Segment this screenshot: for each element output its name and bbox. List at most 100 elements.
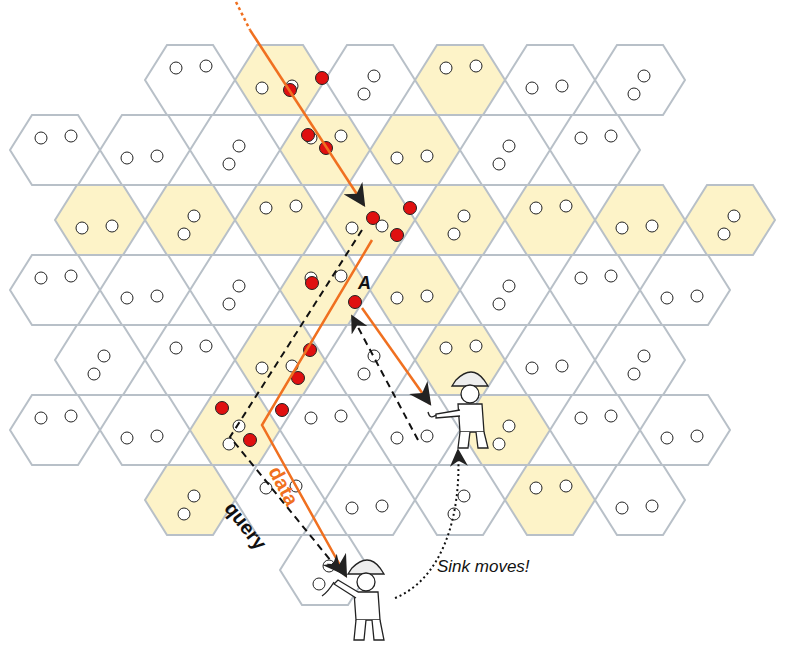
sensor-node xyxy=(556,80,568,92)
sensor-node xyxy=(121,432,133,444)
hex-cell xyxy=(190,395,280,465)
hex-cell xyxy=(550,255,640,325)
sensor-node xyxy=(368,350,380,362)
hex-cell xyxy=(145,465,235,535)
sensor-node xyxy=(575,272,587,284)
hex-cell xyxy=(595,325,685,395)
sensor-node xyxy=(638,350,650,362)
active-node xyxy=(276,404,289,417)
sensor-node xyxy=(503,420,515,432)
sensor-node xyxy=(358,368,370,380)
sensor-node xyxy=(575,412,587,424)
sensor-node xyxy=(200,340,212,352)
hex-cell xyxy=(235,185,325,255)
active-node xyxy=(244,434,257,447)
hex-grid xyxy=(10,45,775,605)
sensor-node xyxy=(368,70,380,82)
sensor-node xyxy=(290,200,302,212)
sensor-node xyxy=(440,342,452,354)
sensor-node xyxy=(628,88,640,100)
hex-cell xyxy=(100,395,190,465)
hex-cell xyxy=(640,255,730,325)
sensor-node xyxy=(256,82,268,94)
hex-cell xyxy=(370,255,460,325)
sensor-node xyxy=(575,132,587,144)
sensor-node xyxy=(458,210,470,222)
active-node xyxy=(316,72,329,85)
sensor-node xyxy=(35,412,47,424)
sensor-node xyxy=(421,290,433,302)
sensor-node xyxy=(556,360,568,372)
sensor-node xyxy=(530,202,542,214)
sensor-node xyxy=(200,60,212,72)
hex-cell xyxy=(10,115,100,185)
active-node xyxy=(306,277,319,290)
sensor-node xyxy=(151,150,163,162)
sensor-node xyxy=(121,292,133,304)
sensor-node xyxy=(170,342,182,354)
sensor-node xyxy=(233,420,245,432)
sensor-node xyxy=(391,152,403,164)
sensor-node xyxy=(151,290,163,302)
hex-cell xyxy=(505,325,595,395)
hex-cell xyxy=(280,115,370,185)
sensor-node xyxy=(646,500,658,512)
sensor-node xyxy=(323,560,335,572)
hex-cell xyxy=(55,185,145,255)
hex-cell xyxy=(235,325,325,395)
sensor-node xyxy=(260,202,272,214)
sensor-node xyxy=(691,430,703,442)
hex-cell xyxy=(280,395,370,465)
sensor-node xyxy=(661,292,673,304)
sensor-node xyxy=(188,210,200,222)
hex-cell xyxy=(505,45,595,115)
hex-cell xyxy=(10,395,100,465)
hex-cell xyxy=(550,395,640,465)
hex-cell xyxy=(505,465,595,535)
sensor-node xyxy=(35,132,47,144)
hex-cell xyxy=(325,45,415,115)
sensor-node xyxy=(493,298,505,310)
sensor-node xyxy=(503,280,515,292)
hex-cell xyxy=(415,465,505,535)
active-node xyxy=(367,212,380,225)
hex-cell xyxy=(460,255,550,325)
sensor-node xyxy=(560,480,572,492)
sensor-node xyxy=(605,130,617,142)
sensor-node xyxy=(346,222,358,234)
sensor-nodes xyxy=(35,60,740,590)
sensor-node xyxy=(661,432,673,444)
hex-cell xyxy=(595,185,685,255)
sensor-node xyxy=(616,222,628,234)
sensor-node xyxy=(335,130,347,142)
sensor-node xyxy=(728,210,740,222)
sensor-node xyxy=(223,438,235,450)
sensor-node xyxy=(88,368,100,380)
active-node xyxy=(391,229,404,242)
sensor-node xyxy=(526,82,538,94)
sensor-node xyxy=(223,298,235,310)
sensor-node xyxy=(178,508,190,520)
path-nodes xyxy=(216,72,417,447)
sensor-node xyxy=(560,200,572,212)
sensor-node xyxy=(616,502,628,514)
data-path xyxy=(236,2,430,576)
sensor-node xyxy=(391,292,403,304)
active-node xyxy=(349,296,362,309)
sensor-node xyxy=(638,70,650,82)
hex-cell xyxy=(100,255,190,325)
hex-cell xyxy=(370,395,460,465)
hex-cell xyxy=(55,325,145,395)
hex-cell xyxy=(190,255,280,325)
sensor-node xyxy=(691,290,703,302)
sensor-node xyxy=(493,438,505,450)
hex-cell xyxy=(415,325,505,395)
hex-cell xyxy=(190,115,280,185)
sensor-node xyxy=(35,272,47,284)
note-label: Sink moves! xyxy=(437,558,530,575)
hex-cell xyxy=(145,325,235,395)
hex-cell xyxy=(145,185,235,255)
sensor-node xyxy=(530,482,542,494)
